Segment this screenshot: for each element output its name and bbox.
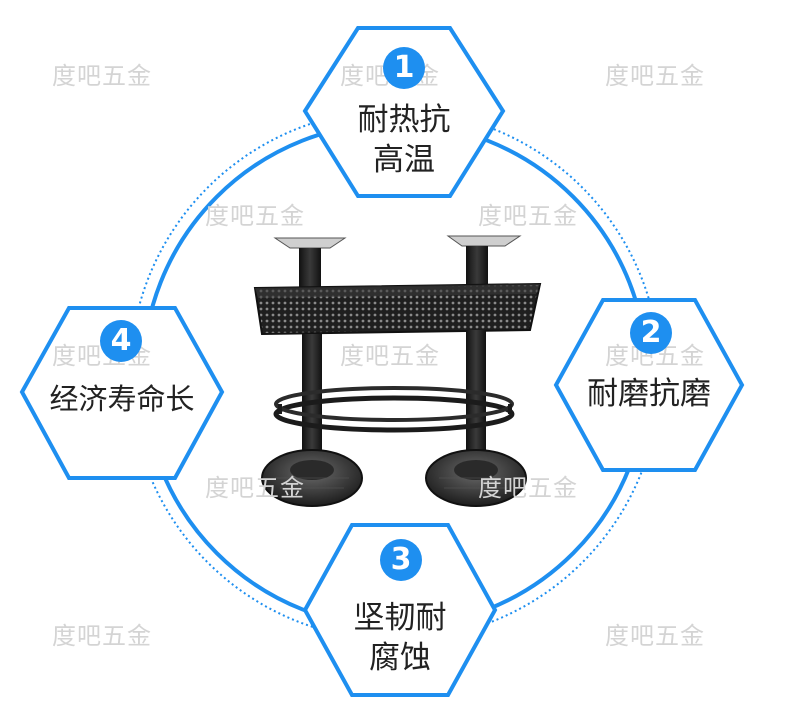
feature-3-line2: 腐蚀 (369, 640, 431, 677)
feature-2-line1: 耐磨抗磨 (587, 376, 711, 412)
hexagon-top (302, 26, 506, 198)
watermark: 度吧五金 (605, 622, 705, 650)
watermark: 度吧五金 (478, 202, 578, 230)
badge-number-4: 4 (100, 320, 142, 362)
badge-number-3: 3 (380, 539, 422, 581)
feature-label-1: 耐热抗 高温 (329, 100, 479, 181)
feature-1-line2: 高温 (373, 142, 435, 179)
feature-4-line1: 经济寿命长 (49, 382, 195, 416)
bar-table-base-image (253, 235, 542, 507)
feature-label-4: 经济寿命长 (36, 381, 208, 419)
feature-1-line1: 耐热抗 (357, 102, 451, 138)
watermark: 度吧五金 (52, 622, 152, 650)
watermark: 度吧五金 (340, 342, 440, 370)
feature-label-3: 坚韧耐 腐蚀 (325, 598, 475, 679)
watermark: 度吧五金 (478, 474, 578, 502)
watermark: 度吧五金 (52, 62, 152, 90)
badge-number-2: 2 (630, 312, 672, 354)
watermark: 度吧五金 (205, 202, 305, 230)
hexagon-right (553, 298, 745, 472)
hexagon-left (19, 306, 225, 480)
hexagon-bottom (302, 523, 498, 697)
badge-number-1: 1 (383, 47, 425, 89)
watermark: 度吧五金 (605, 62, 705, 90)
feature-3-line1: 坚韧耐 (353, 600, 447, 636)
feature-label-2: 耐磨抗磨 (566, 374, 732, 414)
watermark: 度吧五金 (205, 474, 305, 502)
